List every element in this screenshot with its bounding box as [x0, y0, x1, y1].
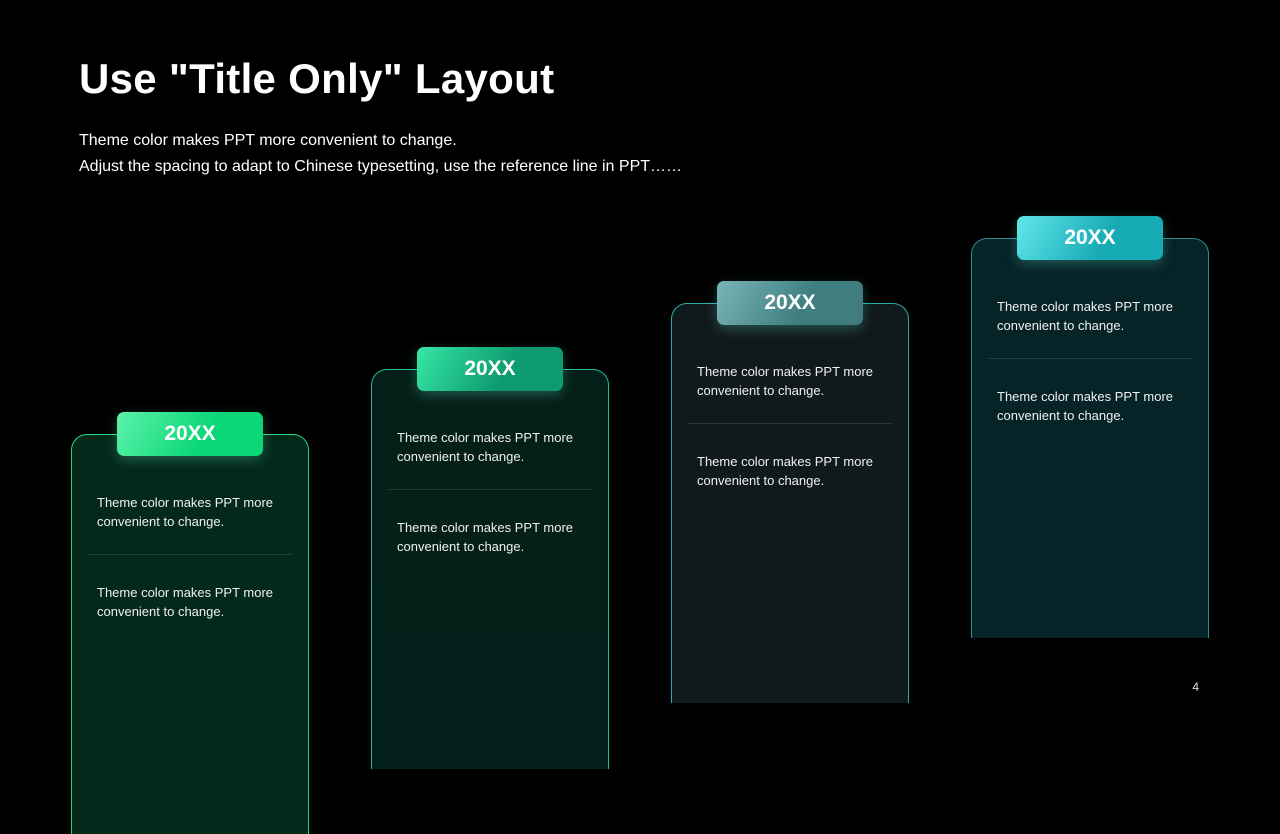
year-badge: 20XX [417, 347, 563, 391]
card-text: Theme color makes PPT more convenient to… [697, 364, 874, 398]
card-text: Theme color makes PPT more convenient to… [97, 585, 274, 619]
year-badge: 20XX [717, 281, 863, 325]
slide-subtitle: Theme color makes PPT more convenient to… [79, 128, 682, 180]
page-number: 4 [1192, 680, 1199, 694]
timeline-card-1: 20XX Theme color makes PPT more convenie… [71, 412, 309, 834]
divider [388, 489, 592, 490]
card-text: Theme color makes PPT more convenient to… [997, 299, 1174, 333]
subtitle-line: Theme color makes PPT more convenient to… [79, 132, 457, 149]
card-text: Theme color makes PPT more convenient to… [697, 454, 874, 488]
card-text: Theme color makes PPT more convenient to… [97, 495, 274, 529]
card-text: Theme color makes PPT more convenient to… [397, 430, 574, 464]
timeline-card-4: 20XX Theme color makes PPT more convenie… [971, 216, 1209, 638]
divider [688, 423, 892, 424]
divider [988, 358, 1192, 359]
timeline-card-2: 20XX Theme color makes PPT more convenie… [371, 347, 609, 769]
slide-title: Use "Title Only" Layout [79, 55, 555, 102]
subtitle-line: Adjust the spacing to adapt to Chinese t… [79, 158, 683, 175]
year-badge: 20XX [117, 412, 263, 456]
divider [88, 554, 292, 555]
card-text: Theme color makes PPT more convenient to… [997, 389, 1174, 423]
card-text: Theme color makes PPT more convenient to… [397, 520, 574, 554]
timeline-card-3: 20XX Theme color makes PPT more convenie… [671, 281, 909, 703]
year-badge: 20XX [1017, 216, 1163, 260]
